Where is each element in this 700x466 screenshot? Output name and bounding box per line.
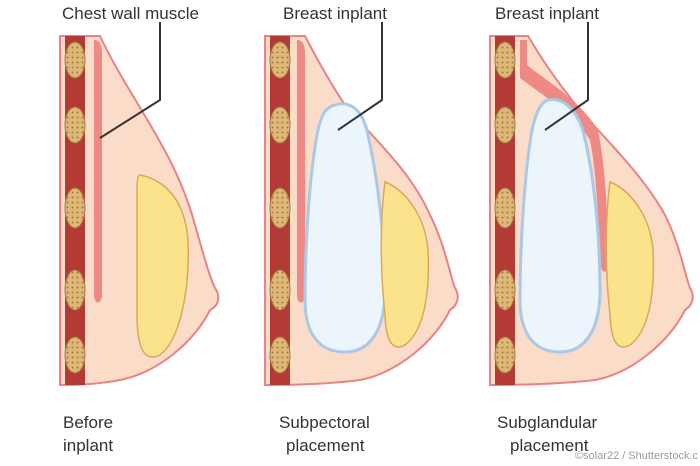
chest-wall-muscle (94, 40, 102, 303)
panel-subpectoral: Breast inplant Subpectoral placement (264, 4, 459, 455)
rib-fat-lobes (269, 41, 291, 374)
caption-line-2: inplant (63, 436, 113, 455)
caption-line-2: placement (286, 436, 365, 455)
mammary-gland (380, 180, 430, 348)
callout-leader-line (337, 22, 383, 131)
caption-line-1: Subpectoral (279, 413, 370, 432)
callout-leader-line (544, 22, 589, 131)
callout-leader-line (99, 22, 161, 139)
caption-line-1: Before (63, 413, 113, 432)
callout-label: Breast inplant (283, 4, 387, 23)
caption-line-1: Subglandular (497, 413, 598, 432)
breast-implant (518, 98, 602, 354)
mammary-gland (605, 180, 655, 348)
breast-implant (303, 102, 387, 354)
watermark-credit: ©solar22 / Shutterstock.c (574, 450, 698, 462)
rib-fat-lobes (64, 41, 86, 374)
rib-fat-lobes (494, 41, 516, 374)
callout-label: Chest wall muscle (62, 4, 199, 23)
callout-label: Breast inplant (495, 4, 599, 23)
panel-subglandular: Breast inplant Subglandular placement (489, 4, 694, 455)
caption-line-2: placement (510, 436, 589, 455)
mammary-gland (136, 174, 190, 358)
panel-before: Chest wall muscle Before inplant (59, 4, 220, 455)
chest-wall-muscle (297, 40, 305, 303)
